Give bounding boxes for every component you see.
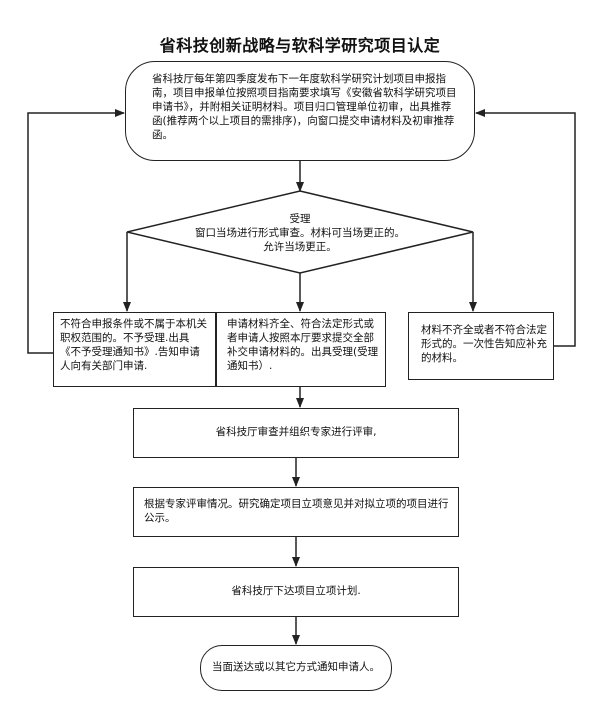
rejected-node: 不符合申报条件或不属于本机关职权范围的。不予受理.出具《不予受理通知书》.告知申… xyxy=(53,312,216,387)
diagram-title: 省科技创新战略与软科学研究项目认定 xyxy=(159,36,441,55)
publicize-node: 根据专家评审情况。研究确定项目立项意见并对拟立项的项目进行公示。 xyxy=(133,487,459,537)
supplement-node: 材料不齐全或者不符合法定形式的。一次性告知应补充的材料。 xyxy=(408,312,554,380)
decision-label: 受理 窗口当场进行形式审查。材料可当场更正的。允许当场更正。 xyxy=(195,213,405,253)
end-node: 当面送达或以其它方式通知申请人。 xyxy=(200,645,392,691)
accepted-node: 申请材料齐全、符合法定形式或者申请人按照本厅要求提交全部补交申请材料的。出具受理… xyxy=(216,312,386,387)
arrow-left-loop xyxy=(27,109,125,354)
arrow-right-loop xyxy=(475,109,576,347)
plan-node: 省科技厅下达项目立项计划. xyxy=(133,567,459,617)
review-node: 省科技厅审查并组织专家进行评审, xyxy=(133,408,459,458)
start-node: 省科技厅每年第四季度发布下一年度软科学研究计划项目申报指南，项目申报单位按照项目… xyxy=(125,61,475,161)
